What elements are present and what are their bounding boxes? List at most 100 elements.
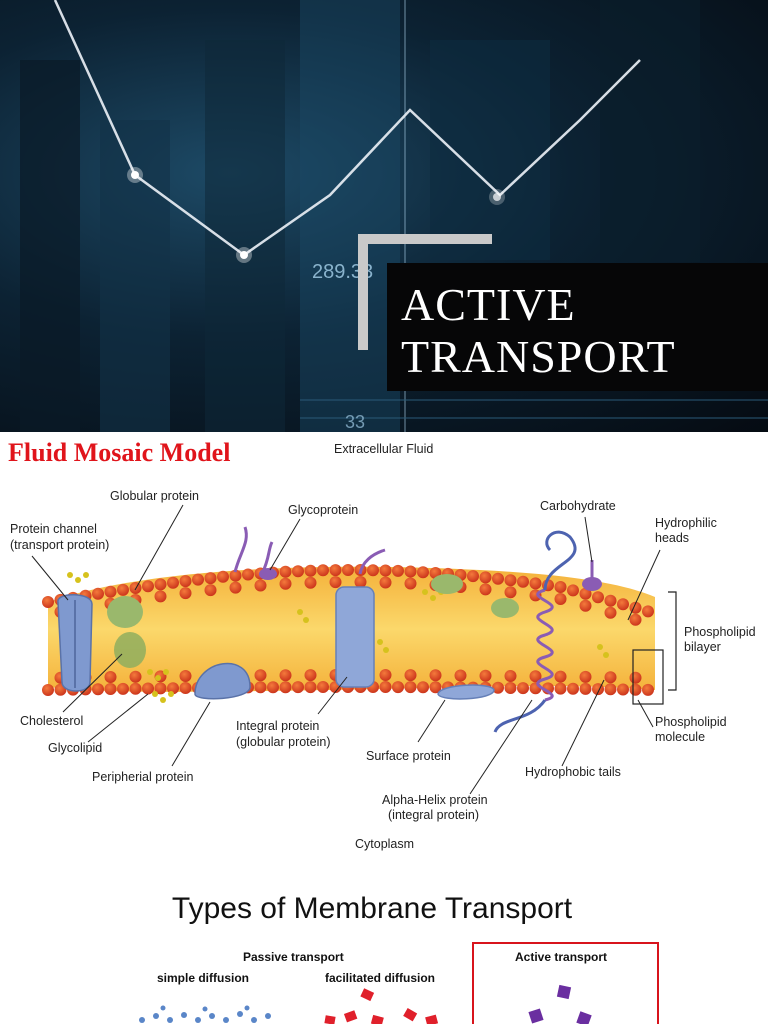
label-glycolipid: Glycolipid bbox=[48, 741, 102, 755]
phospholipid-head-top bbox=[317, 564, 329, 577]
surface-protein bbox=[437, 684, 495, 700]
phospholipid-head-top bbox=[479, 583, 492, 596]
label-alpha-helix: Alpha-Helix protein bbox=[382, 793, 488, 807]
types-title: Types of Membrane Transport bbox=[171, 892, 573, 925]
phospholipid-head-bottom bbox=[404, 681, 417, 694]
chart-point bbox=[131, 171, 139, 179]
phospholipid-head-bottom bbox=[129, 682, 142, 695]
phospholipid-head-top bbox=[417, 566, 429, 579]
phospholipid-head-bottom bbox=[117, 682, 129, 695]
phospholipid-head-top bbox=[117, 583, 129, 596]
facilitated-diffusion-molecules bbox=[324, 988, 439, 1024]
phospholipid-head-bottom bbox=[429, 681, 442, 694]
phospholipid-head-top bbox=[642, 605, 654, 618]
phospholipid-head-bottom bbox=[254, 681, 267, 694]
phospholipid-head-bottom bbox=[154, 682, 167, 695]
phospholipid-head-bottom bbox=[267, 681, 279, 694]
active-transport-molecules bbox=[528, 984, 592, 1024]
phospholipid-head-bottom bbox=[604, 671, 617, 684]
phospholipid-head-top bbox=[229, 581, 242, 594]
phospholipid-head-bottom bbox=[279, 681, 292, 694]
phospholipid-head-bottom bbox=[629, 671, 642, 684]
phospholipid-head-top bbox=[129, 582, 142, 594]
simple-diffusion-label: simple diffusion bbox=[157, 971, 250, 985]
phospholipid-head-bottom bbox=[104, 683, 117, 695]
phospholipid-head-top bbox=[629, 613, 642, 626]
chart-point bbox=[493, 193, 501, 201]
membrane-diagram: Extracellular Fluid Globular protein Gly… bbox=[10, 442, 756, 851]
phospholipid-head-top bbox=[254, 579, 267, 592]
phospholipid-head-top bbox=[304, 576, 317, 589]
phospholipid-head-top bbox=[504, 586, 517, 599]
label-molecule-sub: molecule bbox=[655, 730, 705, 744]
title-line-1: ACTIVE bbox=[401, 279, 576, 330]
types-page: Types of Membrane Transport Passive tran… bbox=[0, 870, 768, 1024]
label-glycoprotein: Glycoprotein bbox=[288, 503, 358, 517]
phospholipid-head-top bbox=[242, 568, 254, 581]
active-transport-box bbox=[472, 942, 659, 1024]
phospholipid-head-top bbox=[104, 585, 117, 598]
facilitated-diffusion-label: facilitated diffusion bbox=[325, 971, 436, 985]
phospholipid-head-bottom bbox=[104, 671, 117, 683]
phospholipid-head-bottom bbox=[179, 670, 192, 682]
phospholipid-head-top bbox=[617, 598, 629, 611]
title-slide: 289.33 33 ACTIVE TRANSPORT bbox=[0, 0, 768, 432]
phospholipid-head-top bbox=[279, 577, 292, 590]
phospholipid-head-top bbox=[504, 574, 517, 587]
phospholipid-head-bottom bbox=[179, 682, 192, 694]
mosaic-title: Fluid Mosaic Model bbox=[8, 438, 231, 467]
ticker-value-lower: 33 bbox=[345, 412, 365, 432]
phospholipid-head-bottom bbox=[629, 683, 642, 696]
label-hydrophobic: Hydrophobic tails bbox=[525, 765, 621, 779]
phospholipid-head-bottom bbox=[642, 683, 654, 696]
phospholipid-head-bottom bbox=[379, 681, 392, 693]
label-carbohydrate: Carbohydrate bbox=[540, 499, 616, 513]
phospholipid-head-top bbox=[529, 577, 542, 590]
phospholipid-head-bottom bbox=[617, 683, 629, 696]
corner-bracket-top bbox=[358, 234, 492, 244]
phospholipid-head-bottom bbox=[529, 682, 542, 695]
integral-protein bbox=[335, 586, 375, 688]
label-integral: Integral protein bbox=[236, 719, 319, 733]
phospholipid-head-bottom bbox=[304, 669, 317, 682]
phospholipid-head-top bbox=[554, 593, 567, 605]
phospholipid-head-bottom bbox=[554, 682, 567, 695]
phospholipid-head-bottom bbox=[279, 669, 292, 682]
phospholipid-head-bottom bbox=[404, 669, 417, 682]
label-cholesterol: Cholesterol bbox=[20, 714, 83, 728]
phospholipid-head-bottom bbox=[454, 669, 467, 682]
phospholipid-head-top bbox=[604, 606, 617, 619]
fluid-mosaic-page: Extracellular Fluid Globular protein Gly… bbox=[0, 432, 768, 870]
label-surface: Surface protein bbox=[366, 749, 451, 763]
globular-protein bbox=[107, 596, 143, 628]
phospholipid-head-bottom bbox=[529, 670, 542, 683]
passive-transport-heading: Passive transport bbox=[243, 950, 344, 964]
ticker-value: 289.33 bbox=[312, 261, 373, 283]
phospholipid-head-bottom bbox=[492, 681, 504, 694]
phospholipid-head-top bbox=[329, 576, 342, 589]
phospholipid-head-bottom bbox=[142, 682, 154, 695]
phospholipid-head-top bbox=[354, 576, 367, 588]
phospholipid-head-top bbox=[404, 577, 417, 590]
label-hydrophilic-sub: heads bbox=[655, 531, 689, 545]
phospholipid-head-bottom bbox=[292, 681, 304, 694]
title-box bbox=[387, 263, 768, 391]
phospholipid-head-bottom bbox=[517, 682, 529, 695]
label-peripheral: Peripherial protein bbox=[92, 770, 193, 784]
phospholipid-head-top bbox=[579, 587, 592, 600]
phospholipid-head-top bbox=[42, 596, 54, 608]
label-molecule: Phospholipid bbox=[655, 715, 727, 729]
phospholipid-head-bottom bbox=[317, 681, 329, 693]
phospholipid-head-top bbox=[292, 565, 304, 578]
phospholipid-head-top bbox=[179, 587, 192, 600]
phospholipid-head-top bbox=[229, 569, 242, 582]
slide-title: ACTIVE TRANSPORT bbox=[401, 279, 676, 383]
phospholipid-head-bottom bbox=[304, 681, 317, 694]
phospholipid-head-bottom bbox=[567, 682, 579, 695]
phospholipid-head-top bbox=[154, 590, 167, 603]
corner-bracket-left bbox=[358, 234, 368, 350]
phospholipid-head-top bbox=[154, 578, 167, 591]
phospholipid-head-top bbox=[217, 570, 229, 583]
stock-chart-background: 289.33 33 bbox=[20, 0, 768, 432]
label-globular-protein: Globular protein bbox=[110, 489, 199, 503]
